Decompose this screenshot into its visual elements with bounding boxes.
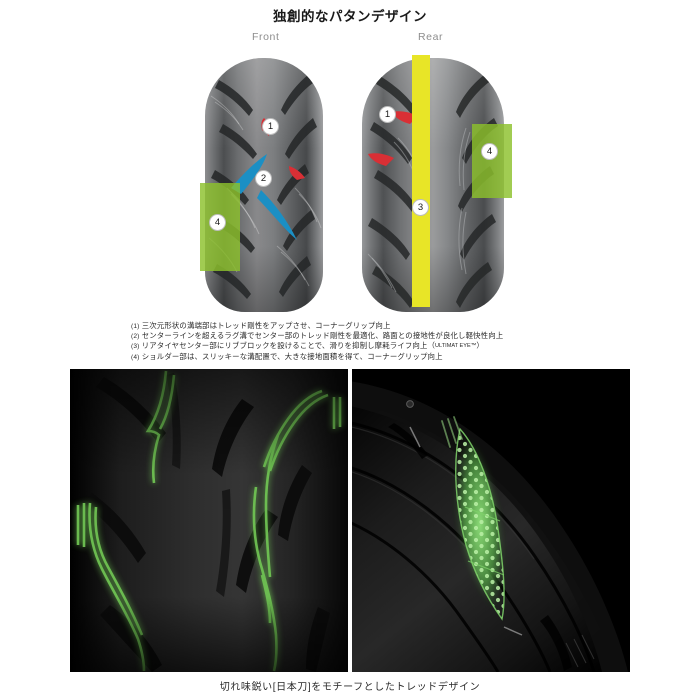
callout-badge-rear-3[interactable]: 3	[412, 199, 429, 216]
column-label-front: Front	[252, 31, 280, 43]
feature-note-4-text: ショルダー部は、スリッキーな溝配置で、大きな接地面積を得て、コーナーグリップ向上	[141, 351, 443, 361]
photo-tread-closeup-left	[70, 369, 348, 672]
rear-shoulder-highlight	[472, 124, 512, 198]
feature-note-2-index: (2)	[131, 333, 140, 341]
feature-notes-list: (1) 三次元形状の溝端部はトレッド剛性をアップさせ、コーナーグリップ向上 (2…	[131, 321, 561, 362]
page-title: 独創的なパタンデザイン	[273, 9, 427, 24]
feature-note-4-index: (4)	[131, 353, 140, 361]
feature-note-3-text: リアタイヤセンター部にリブブロックを設けることで、滑りを抑制し摩耗ライフ向上（	[141, 341, 435, 351]
callout-badge-front-1[interactable]: 1	[262, 118, 279, 135]
column-label-rear: Rear	[418, 31, 444, 43]
feature-note-3: (3) リアタイヤセンター部にリブブロックを設けることで、滑りを抑制し摩耗ライフ…	[131, 341, 561, 351]
feature-note-2: (2) センターラインを超えるラグ溝でセンター部のトレッド剛性を最適化、路面との…	[131, 331, 561, 341]
photo-strip	[70, 369, 630, 672]
feature-note-1-index: (1)	[131, 323, 140, 330]
tire-figures	[0, 50, 700, 312]
feature-note-3-index: (3)	[131, 343, 140, 351]
feature-note-2-text: センターラインを超えるラグ溝でセンター部のトレッド剛性を最適化、路面との接地性が…	[141, 331, 504, 341]
tread-closeup-illustration	[70, 369, 348, 672]
photo-caption: 切れ味鋭い[日本刀]をモチーフとしたトレッドデザイン	[219, 682, 481, 693]
callout-badge-rear-4[interactable]: 4	[481, 143, 498, 160]
feature-note-4: (4) ショルダー部は、スリッキーな溝配置で、大きな接地面積を得て、コーナーグリ…	[131, 352, 561, 362]
callout-badge-rear-1[interactable]: 1	[379, 106, 396, 123]
ultimat-eye-closeup-illustration	[352, 369, 630, 672]
rear-center-rib-highlight	[412, 55, 430, 307]
callout-badge-front-2[interactable]: 2	[255, 170, 272, 187]
feature-note-3-text-after: ）	[476, 341, 484, 351]
ultimat-eye-trademark: ULTIMAT EYE™	[435, 343, 477, 350]
feature-note-1: (1) 三次元形状の溝端部はトレッド剛性をアップさせ、コーナーグリップ向上	[131, 321, 561, 331]
feature-note-1-text: 三次元形状の溝端部はトレッド剛性をアップさせ、コーナーグリップ向上	[141, 321, 391, 330]
photo-shoulder-closeup-right	[352, 369, 630, 672]
callout-badge-front-4[interactable]: 4	[209, 214, 226, 231]
